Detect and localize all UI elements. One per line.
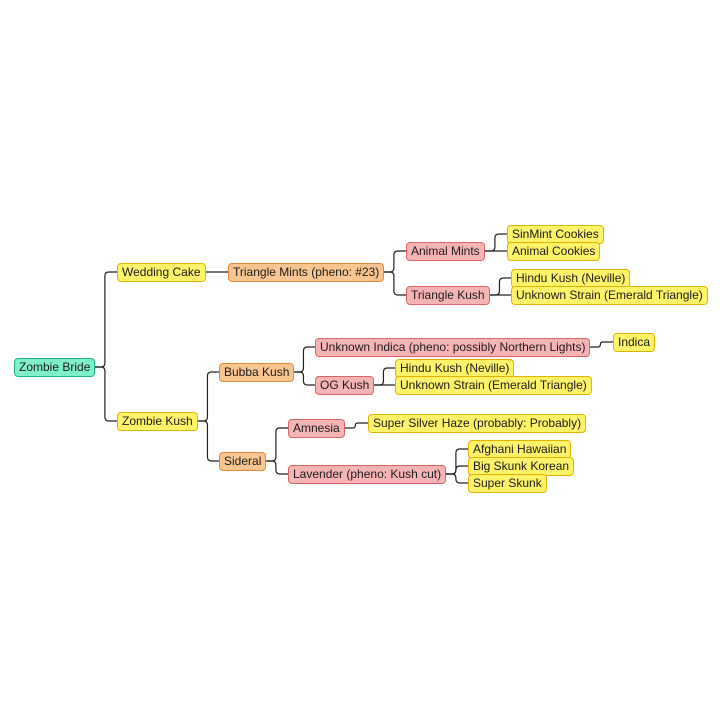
node-super-skunk[interactable]: Super Skunk xyxy=(468,473,547,493)
connector-og-kush-to-hindu-kush-2 xyxy=(374,367,395,386)
node-bubba-kush[interactable]: Bubba Kush xyxy=(219,362,295,382)
node-zombie-kush[interactable]: Zombie Kush xyxy=(117,411,198,431)
connector-lavender-to-afghani-hawaiian xyxy=(446,448,468,475)
connector-unknown-indica-to-indica xyxy=(590,341,613,348)
connector-zombie-bride-to-zombie-kush xyxy=(95,366,117,422)
connector-triangle-kush-to-hindu-kush-1 xyxy=(490,277,511,296)
connector-sideral-to-amnesia xyxy=(266,427,288,462)
node-wedding-cake[interactable]: Wedding Cake xyxy=(117,262,206,282)
node-hindu-kush[interactable]: Hindu Kush (Neville) xyxy=(395,358,515,378)
connector-triangle-mints-to-animal-mints xyxy=(384,250,406,273)
connector-triangle-mints-to-triangle-kush xyxy=(384,271,406,296)
node-lavender[interactable]: Lavender (pheno: Kush cut) xyxy=(288,464,447,484)
connector-zombie-kush-to-bubba-kush xyxy=(198,371,219,422)
node-big-skunk-korean[interactable]: Big Skunk Korean xyxy=(468,456,575,476)
node-hindu-kush[interactable]: Hindu Kush (Neville) xyxy=(511,268,631,288)
connector-bubba-kush-to-og-kush xyxy=(294,371,315,386)
node-super-silver-haze[interactable]: Super Silver Haze (probably: Probably) xyxy=(368,413,587,433)
node-unknown-strain[interactable]: Unknown Strain (Emerald Triangle) xyxy=(395,375,592,395)
node-unknown-strain[interactable]: Unknown Strain (Emerald Triangle) xyxy=(511,285,708,305)
node-afghani-hawaiian[interactable]: Afghani Hawaiian xyxy=(468,439,572,459)
connector-zombie-bride-to-wedding-cake xyxy=(95,271,117,368)
connector-lavender-to-super-skunk xyxy=(446,473,468,484)
node-triangle-kush[interactable]: Triangle Kush xyxy=(406,285,490,305)
connector-sideral-to-lavender xyxy=(266,460,288,475)
node-og-kush[interactable]: OG Kush xyxy=(315,375,375,395)
node-unknown-indica[interactable]: Unknown Indica (pheno: possibly Northern… xyxy=(315,337,591,357)
connector-animal-mints-to-sinmint-cookies xyxy=(485,233,507,252)
node-animal-mints[interactable]: Animal Mints xyxy=(406,241,485,261)
node-animal-cookies[interactable]: Animal Cookies xyxy=(507,241,601,261)
connector-lavender-to-big-skunk-korean xyxy=(446,465,468,475)
connector-bubba-kush-to-unknown-indica xyxy=(294,346,315,373)
connector-zombie-kush-to-sideral xyxy=(198,420,219,462)
connector-amnesia-to-super-silver-haze xyxy=(345,422,368,429)
node-sinmint-cookies[interactable]: SinMint Cookies xyxy=(507,224,604,244)
node-amnesia[interactable]: Amnesia xyxy=(288,418,345,438)
node-sideral[interactable]: Sideral xyxy=(219,451,267,471)
node-indica[interactable]: Indica xyxy=(613,332,656,352)
node-zombie-bride[interactable]: Zombie Bride xyxy=(14,357,96,377)
node-triangle-mints[interactable]: Triangle Mints (pheno: #23) xyxy=(228,262,385,282)
